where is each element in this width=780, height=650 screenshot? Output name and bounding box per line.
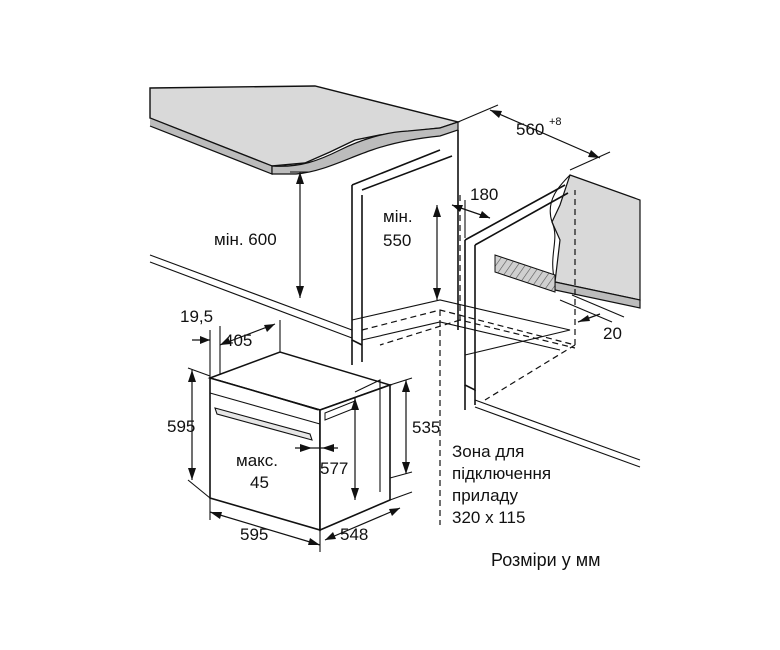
dimension-min-550 xyxy=(433,205,441,300)
zone-note-line-4: 320 x 115 xyxy=(452,508,525,527)
label-max-45-value: 45 xyxy=(250,473,269,492)
label-405: 405 xyxy=(224,331,252,350)
dimension-595-height xyxy=(187,367,211,499)
label-180: 180 xyxy=(470,185,498,204)
countertop-right xyxy=(549,174,641,309)
dimension-min-600 xyxy=(290,171,310,298)
label-577: 577 xyxy=(320,459,348,478)
oven-unit xyxy=(207,351,393,532)
dimension-535 xyxy=(389,377,413,479)
label-595-width: 595 xyxy=(240,525,268,544)
units-caption: Розміри у мм xyxy=(491,550,600,570)
zone-note-line-3: приладу xyxy=(452,486,518,505)
label-min-550-prefix: мін. xyxy=(383,207,413,226)
dimension-577 xyxy=(351,398,359,500)
dimension-19-5 xyxy=(192,326,221,378)
dimension-405 xyxy=(219,320,281,352)
label-595-height: 595 xyxy=(167,417,195,436)
dimension-180 xyxy=(451,200,491,238)
connection-zone-hatch xyxy=(494,254,556,293)
label-560: 560 xyxy=(516,120,544,139)
label-min-550-value: 550 xyxy=(383,231,411,250)
countertop xyxy=(149,85,461,175)
dimension-548 xyxy=(324,491,413,541)
hidden-lines xyxy=(361,190,576,525)
label-560-tolerance: +8 xyxy=(549,116,562,128)
zone-note-line-1: Зона для xyxy=(452,442,524,461)
label-548: 548 xyxy=(340,525,368,544)
label-535: 535 xyxy=(412,418,440,437)
dimension-560 xyxy=(457,104,611,171)
dimension-20 xyxy=(559,294,625,323)
label-min-600: мін. 600 xyxy=(214,230,277,249)
cabinet-niche xyxy=(149,130,641,468)
label-19-5: 19,5 xyxy=(180,307,213,326)
label-20: 20 xyxy=(603,324,622,343)
dimension-max-45 xyxy=(295,444,338,452)
zone-note-line-2: підключення xyxy=(452,464,551,483)
dimension-595-width xyxy=(209,498,321,552)
label-max-45-prefix: макс. xyxy=(236,451,278,470)
